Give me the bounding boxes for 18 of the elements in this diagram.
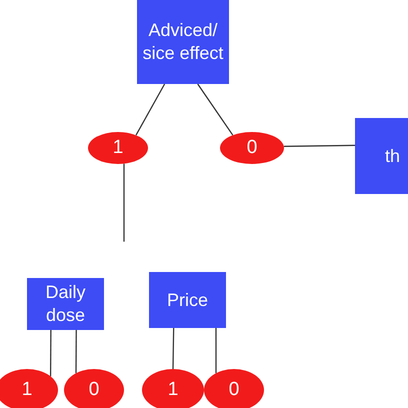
value-oval: 0 bbox=[64, 369, 124, 408]
connector-line bbox=[50, 330, 52, 376]
connector-line bbox=[123, 164, 125, 242]
connector-line bbox=[197, 84, 234, 136]
value-oval: 0 bbox=[220, 132, 284, 164]
factor-box: Price bbox=[149, 272, 226, 328]
connector-line bbox=[135, 84, 166, 136]
connector-line bbox=[215, 328, 217, 374]
connector-line bbox=[172, 328, 174, 370]
connector-line bbox=[284, 144, 355, 147]
factor-box: Adviced/ sice effect bbox=[137, 0, 229, 84]
factor-box: Daily dose bbox=[27, 278, 104, 330]
factor-box: th bbox=[355, 118, 408, 194]
connector-line bbox=[75, 330, 77, 374]
value-oval: 1 bbox=[142, 369, 204, 408]
value-oval: 1 bbox=[0, 369, 58, 408]
value-oval: 1 bbox=[88, 132, 148, 164]
value-oval: 0 bbox=[204, 369, 264, 408]
